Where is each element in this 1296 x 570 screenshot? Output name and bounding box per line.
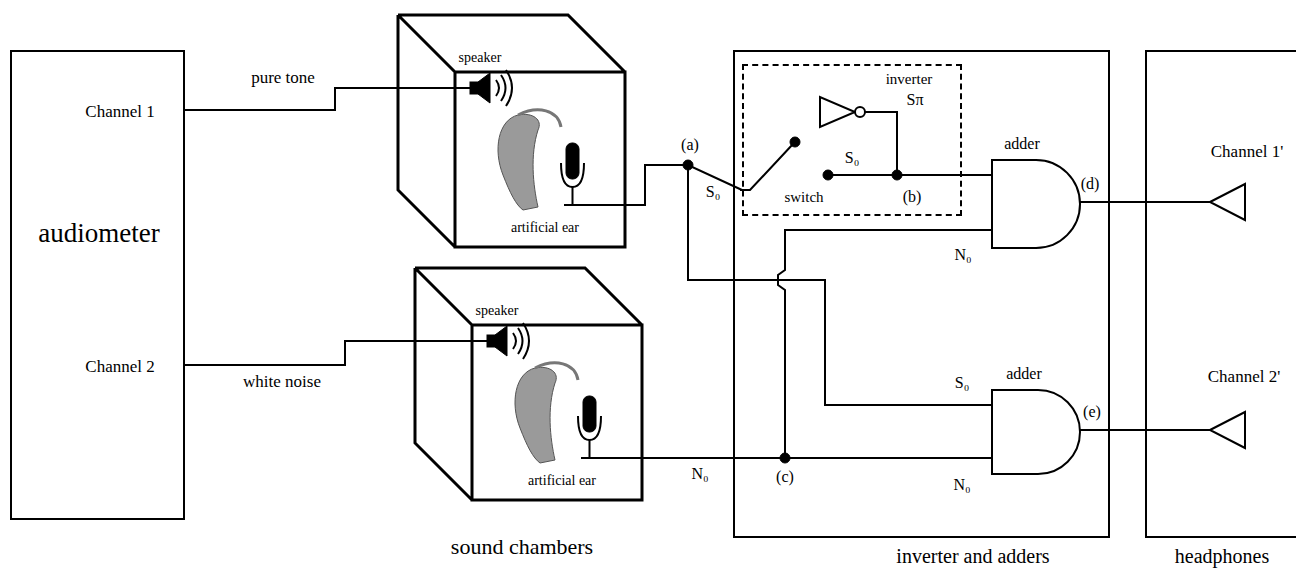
headphone-symbol [1210, 412, 1245, 448]
node-text: artificial ear [528, 473, 596, 488]
signal-label: N₀ [691, 465, 708, 483]
inverter-symbol [820, 97, 855, 127]
speaker-icon [487, 335, 495, 347]
hearing-aid [515, 367, 556, 463]
microphone [583, 396, 596, 432]
wire [590, 440, 643, 458]
junction-dot [823, 170, 833, 180]
node-text: inverter [886, 71, 933, 88]
signal-wire [642, 457, 992, 459]
signal-wire [185, 341, 415, 365]
signal-wire [185, 88, 398, 110]
chamber-art [415, 323, 642, 463]
junction-dot [683, 160, 693, 170]
sound-waves [496, 70, 512, 106]
node-text: adder [1006, 365, 1042, 383]
node-text: switch [784, 189, 823, 206]
signal-wire [1080, 429, 1145, 431]
sound-chamber: speaker artificial ear [415, 268, 642, 500]
speaker-icon [470, 82, 478, 94]
adder-outline [992, 390, 1080, 474]
junction-dot [892, 170, 902, 180]
cube-outline [398, 15, 625, 247]
node-text: adder [1004, 135, 1040, 153]
adder-outline [992, 390, 1080, 474]
signal-label: S₀ [845, 149, 859, 167]
cube-outline [398, 15, 625, 247]
speaker-icon [495, 326, 507, 356]
signal-label: (d) [1081, 175, 1100, 193]
signal-label: N₀ [954, 246, 971, 264]
microphone-base [581, 457, 598, 459]
node-text: Channel 2' [1208, 368, 1280, 387]
node-text: artificial ear [511, 220, 579, 235]
junction-dot [780, 453, 790, 463]
signal-label: N₀ [953, 476, 970, 494]
switch-lever [740, 144, 793, 190]
signal-label: (c) [776, 468, 794, 486]
microphone-base [564, 204, 581, 206]
signal-label: S₀ [955, 374, 969, 392]
sound-waves [513, 323, 529, 359]
signal-label: (a) [681, 136, 699, 154]
headphones-box: headphonesChannel 1'Channel 2' [1145, 50, 1296, 538]
signal-wire [625, 165, 742, 205]
adder-outline [992, 160, 1080, 248]
circuit-box: inverterswitchadderadderinverter and add… [733, 50, 1110, 538]
wire [1145, 429, 1210, 431]
wire [573, 187, 626, 205]
adder-gate: adder [992, 160, 1080, 248]
cube-outline [415, 268, 642, 500]
cube-outline [415, 268, 642, 500]
microphone [566, 143, 579, 179]
signal-label: (e) [1083, 403, 1101, 421]
signal-wire [1080, 201, 1145, 203]
node-text: speaker [476, 303, 519, 318]
signal-name: white noise [241, 373, 323, 392]
wire [415, 340, 487, 342]
node-text: Channel 2 [85, 358, 154, 377]
signal-label: Sπ [907, 91, 924, 109]
node-text: inverter and adders [896, 545, 1049, 567]
device-box: Channel 1 audiometerChannel 2 [10, 50, 185, 520]
sound-chamber: speaker artificial ear [398, 15, 625, 247]
node-text: Channel 1 [85, 103, 154, 122]
wire [398, 87, 470, 89]
wire [1145, 201, 1210, 203]
adder-outline [992, 160, 1080, 248]
hearing-aid [498, 114, 539, 210]
inverter-bubble [855, 107, 865, 117]
adder-gate: adder [992, 390, 1080, 474]
junction-dot [790, 137, 800, 147]
hearing-aid-tube [518, 110, 561, 127]
switch-block: inverter switch [742, 64, 962, 216]
signal-wire [962, 174, 992, 176]
signal-wire [642, 230, 992, 458]
signal-wire [625, 165, 992, 405]
chamber-art [398, 70, 625, 210]
wire [865, 112, 897, 175]
node-text: speaker [459, 50, 502, 65]
microphone [561, 163, 584, 187]
group-caption: sound chambers [451, 535, 593, 559]
signal-label: S₀ [706, 183, 720, 201]
headphone-symbol [1210, 184, 1245, 220]
signal-name: pure tone [249, 69, 317, 88]
node-text: headphones [1175, 545, 1269, 567]
speaker-icon [478, 73, 490, 103]
microphone [578, 416, 601, 440]
hearing-aid-tube [535, 363, 578, 380]
node-text: audiometer [38, 219, 159, 249]
signal-label: (b) [903, 188, 922, 206]
node-text: Channel 1' [1211, 143, 1283, 162]
